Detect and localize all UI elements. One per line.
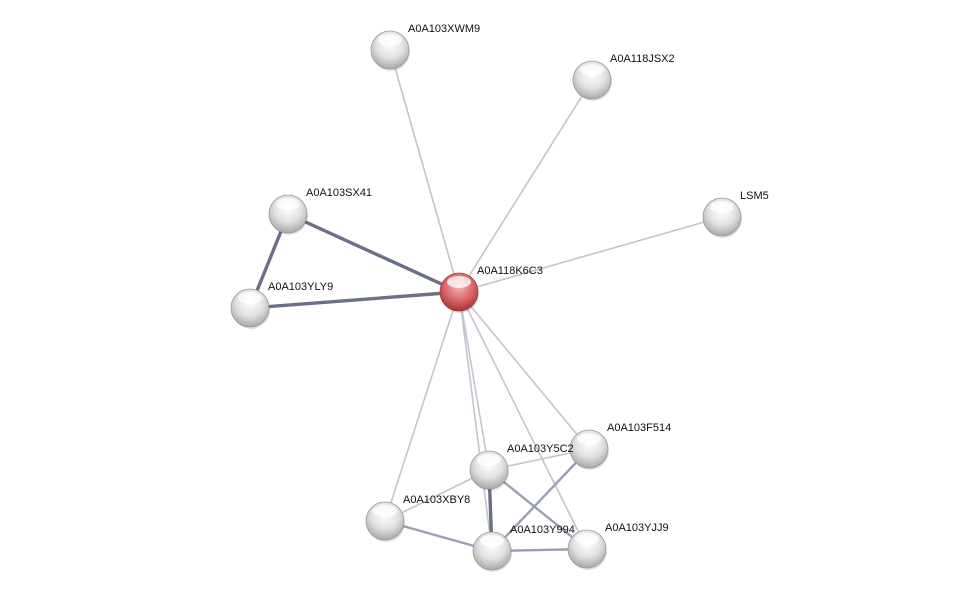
node-highlight (710, 201, 734, 213)
edge-A0A118K6C3-A0A103XBY8[interactable] (384, 291, 460, 522)
node-A0A118JSX2[interactable]: A0A118JSX2 (572, 53, 675, 101)
node-label: A0A103F514 (607, 422, 671, 434)
edge-A0A118K6C3-LSM5[interactable] (458, 216, 723, 293)
node-LSM5[interactable]: LSM5 (702, 190, 769, 238)
edge-A0A103F514-A0A103Y994[interactable] (491, 448, 590, 552)
node-label: LSM5 (740, 190, 769, 202)
node-highlight (580, 64, 604, 76)
node-highlight (276, 198, 300, 210)
node-label: A0A103Y994 (510, 524, 575, 536)
node-label: A0A103YJJ9 (605, 522, 669, 534)
edge-A0A118K6C3-A0A103Y5C2[interactable] (458, 291, 490, 471)
node-A0A103XWM9[interactable]: A0A103XWM9 (370, 23, 480, 71)
node-highlight (577, 433, 601, 445)
node-A0A103YLY9[interactable]: A0A103YLY9 (230, 281, 333, 329)
edge-A0A118K6C3-A0A118JSX2[interactable] (458, 79, 593, 293)
node-label: A0A103XBY8 (403, 494, 470, 506)
edge-A0A118K6C3-A0A103YJJ9[interactable] (458, 291, 588, 550)
node-A0A103Y994[interactable]: A0A103Y994 (472, 524, 575, 572)
node-label: A0A103YLY9 (268, 281, 333, 293)
edge-A0A118K6C3-A0A103Y994[interactable] (458, 291, 493, 552)
node-highlight (373, 505, 397, 517)
node-A0A103YJJ9[interactable]: A0A103YJJ9 (567, 522, 669, 570)
node-highlight (575, 533, 599, 545)
node-A0A103SX41[interactable]: A0A103SX41 (268, 187, 372, 235)
node-highlight (477, 454, 501, 466)
edge-A0A118K6C3-A0A103XWM9[interactable] (389, 49, 460, 293)
edge-A0A118K6C3-A0A103F514[interactable] (458, 291, 590, 450)
node-highlight (378, 34, 402, 46)
node-highlight (238, 292, 262, 304)
node-A0A103Y5C2[interactable]: A0A103Y5C2 (469, 443, 574, 491)
node-label: A0A103SX41 (306, 187, 372, 199)
edge-A0A103Y5C2-A0A103YJJ9[interactable] (488, 469, 588, 550)
node-A0A118K6C3[interactable]: A0A118K6C3 (439, 265, 543, 313)
node-highlight (447, 276, 471, 288)
edge-A0A118K6C3-A0A103SX41[interactable] (287, 212, 460, 294)
node-label: A0A103Y5C2 (507, 443, 574, 455)
node-label: A0A118JSX2 (610, 53, 675, 65)
node-A0A103XBY8[interactable]: A0A103XBY8 (365, 494, 470, 542)
node-label: A0A103XWM9 (408, 23, 480, 35)
node-A0A103F514[interactable]: A0A103F514 (569, 422, 671, 470)
node-label: A0A118K6C3 (477, 265, 543, 277)
edge-A0A118K6C3-A0A103YLY9[interactable] (249, 290, 460, 310)
node-highlight (480, 535, 504, 547)
